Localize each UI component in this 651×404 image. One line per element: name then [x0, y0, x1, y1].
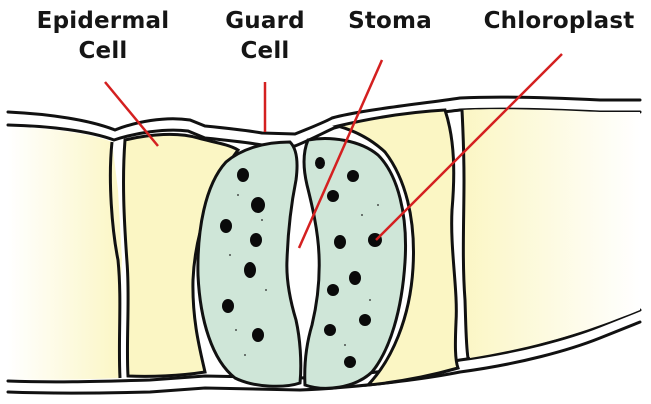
chloroplast [334, 235, 346, 249]
chloroplast [327, 190, 339, 202]
chloroplast [244, 262, 256, 278]
chloroplast [327, 284, 339, 296]
chloroplast [250, 233, 262, 247]
epidermal-cell-left-partial [8, 127, 122, 380]
chloroplast [324, 324, 336, 336]
chloroplast [220, 219, 232, 233]
chloroplast [237, 168, 249, 182]
chloroplast [344, 356, 356, 368]
chloroplast [222, 299, 234, 313]
chloroplast [359, 314, 371, 326]
chloroplast [349, 271, 361, 285]
chloroplast [347, 170, 359, 182]
chloroplast [252, 328, 264, 342]
chloroplast [251, 197, 265, 213]
chloroplast [315, 157, 325, 169]
